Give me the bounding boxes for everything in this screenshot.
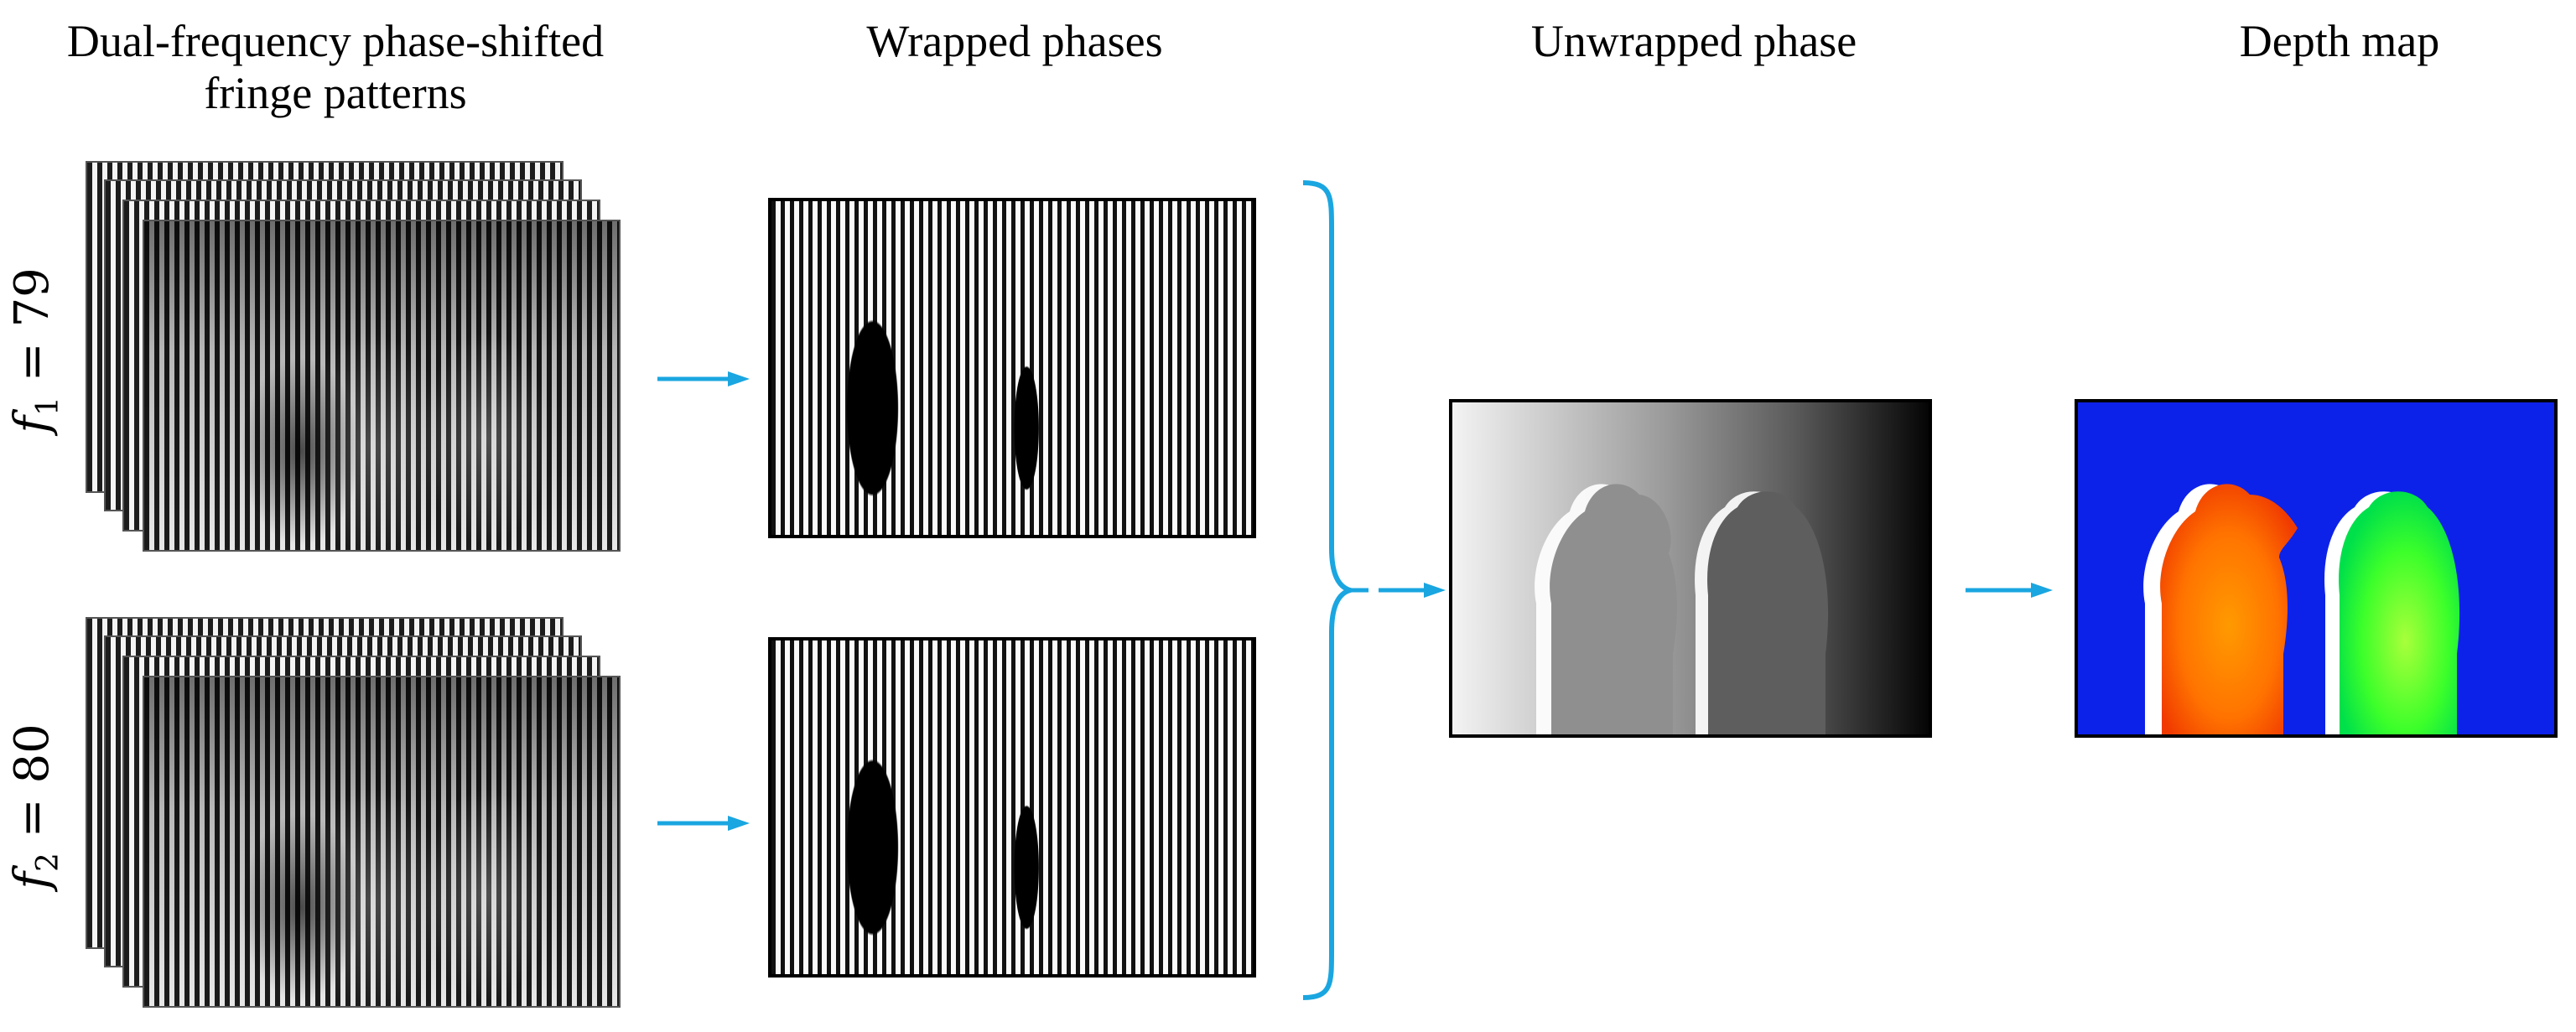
freq-symbol: f (4, 415, 60, 433)
unwrapped-phase-image (1449, 399, 1932, 738)
title-fringe-patterns: Dual-frequency phase-shifted fringe patt… (50, 15, 621, 119)
title-depth-map: Depth map (2239, 16, 2440, 66)
freq-symbol: f (4, 871, 60, 889)
fringe-pattern-front (143, 220, 621, 552)
freq-value: 79 (4, 267, 60, 328)
wrapped-phase-f2 (768, 637, 1256, 978)
title-fringe-patterns-line2: fringe patterns (204, 68, 467, 118)
unwrapped-silhouettes (1535, 484, 1829, 734)
right-arrow-icon (1966, 583, 2053, 598)
freq-subscript: 1 (31, 397, 66, 416)
right-arrow-icon (657, 816, 750, 831)
freq-value: 80 (4, 723, 60, 784)
title-fringe-patterns-line1: Dual-frequency phase-shifted (66, 16, 605, 66)
title-unwrapped-phase: Unwrapped phase (1530, 16, 1857, 66)
title-wrapped-phases: Wrapped phases (866, 16, 1163, 66)
depth-map-image (2075, 399, 2558, 738)
row-label-f1: f1 = 79 (5, 267, 65, 433)
freq-equals: = (4, 783, 60, 853)
row-label-f2: f2 = 80 (5, 723, 65, 889)
freq-subscript: 2 (31, 853, 66, 872)
freq-equals: = (4, 327, 60, 397)
wrapped-phase-f1 (768, 198, 1256, 538)
right-arrow-icon (657, 371, 750, 386)
right-arrow-icon (1350, 583, 1446, 598)
depth-silhouettes (2143, 484, 2460, 734)
fringe-pattern-front (143, 676, 621, 1008)
